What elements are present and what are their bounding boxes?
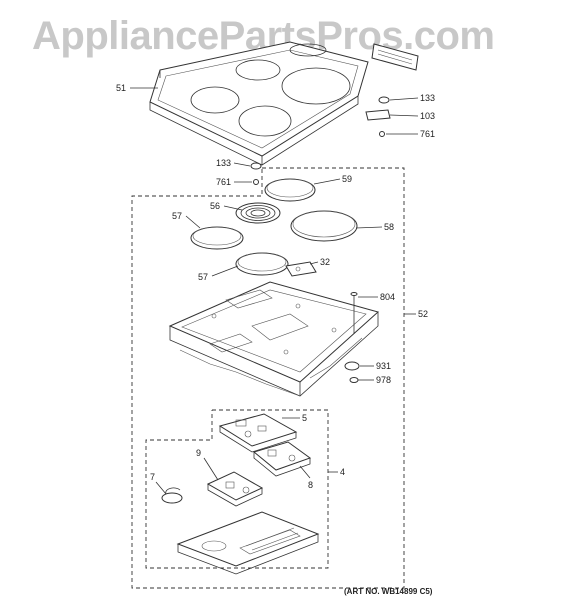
callout-52: 52 [418, 309, 428, 319]
callout-5: 5 [302, 413, 307, 423]
callout-931: 931 [376, 361, 391, 371]
callout-804: 804 [380, 292, 395, 302]
electronics-boundary [145, 409, 329, 569]
foot-931-978 [344, 361, 360, 383]
burner-57-lower [235, 252, 289, 276]
callout-978: 978 [376, 375, 391, 385]
hardware-center [250, 162, 262, 185]
control-board-9 [206, 471, 264, 507]
burner-59 [264, 178, 316, 202]
control-board-5 [218, 413, 298, 453]
callout-761-right: 761 [420, 129, 435, 139]
callout-133-right: 133 [420, 93, 435, 103]
callout-761-center: 761 [216, 177, 231, 187]
assembly-boundary [131, 167, 405, 589]
callout-57-lower: 57 [198, 272, 208, 282]
art-number: (ART NO. WB14899 C5) [344, 587, 433, 596]
bottom-housing [176, 511, 320, 575]
callout-labels: 51 133 103 761 133 761 59 56 57 58 57 32… [116, 83, 435, 596]
sensor-7 [161, 487, 183, 504]
burner-56-coil [235, 202, 281, 224]
callout-59: 59 [342, 174, 352, 184]
callout-57-left: 57 [172, 211, 182, 221]
burner-58 [290, 210, 358, 242]
burner-57-left [190, 226, 244, 250]
screw-804 [350, 292, 358, 334]
hardware-right [365, 96, 391, 137]
callout-8: 8 [308, 480, 313, 490]
callout-7: 7 [150, 472, 155, 482]
cooktop-glass [149, 41, 369, 166]
callout-133-center: 133 [216, 158, 231, 168]
control-board-8 [252, 441, 312, 477]
callout-56: 56 [210, 201, 220, 211]
callout-32: 32 [320, 257, 330, 267]
cooktop-pan [168, 281, 380, 397]
callout-4: 4 [340, 467, 345, 477]
switch-32 [285, 261, 317, 277]
callout-51: 51 [116, 83, 126, 93]
callout-9: 9 [196, 448, 201, 458]
leader-lines [130, 87, 419, 495]
callout-58: 58 [384, 222, 394, 232]
trim-strip [371, 43, 419, 71]
callout-103: 103 [420, 111, 435, 121]
